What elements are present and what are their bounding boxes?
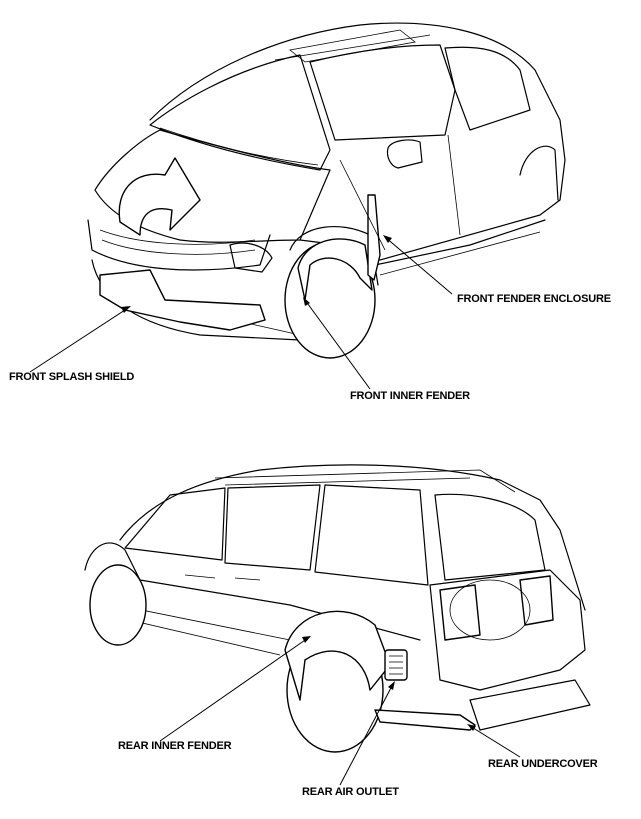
front-view-vehicle: [87, 22, 566, 359]
rear-view-vehicle: [84, 464, 591, 753]
label-front-inner-fender: FRONT INNER FENDER: [350, 390, 470, 402]
label-front-fender-enclosure: FRONT FENDER ENCLOSURE: [457, 293, 611, 305]
label-rear-inner-fender: REAR INNER FENDER: [118, 740, 232, 752]
label-rear-air-outlet: REAR AIR OUTLET: [302, 786, 399, 798]
label-rear-undercover: REAR UNDERCOVER: [488, 758, 598, 770]
label-front-splash-shield: FRONT SPLASH SHIELD: [9, 371, 135, 383]
leader-lines: [29, 235, 521, 786]
